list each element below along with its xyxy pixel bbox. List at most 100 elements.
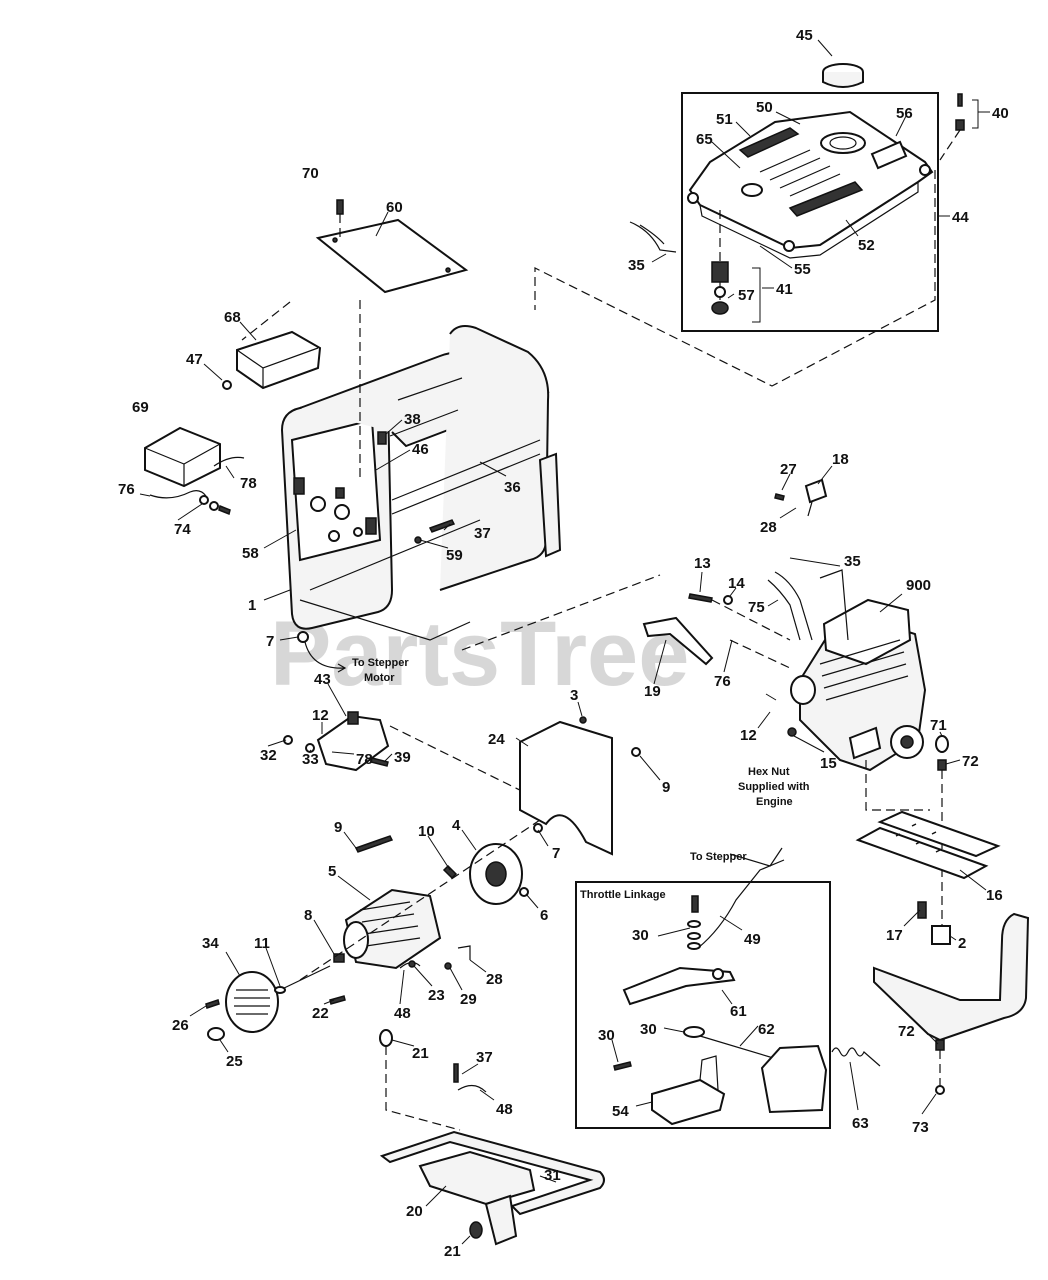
bolt-9a bbox=[354, 835, 394, 853]
callout-12b: 12 bbox=[740, 727, 757, 744]
frame-rail-bottom bbox=[299, 519, 481, 641]
callout-37b: 37 bbox=[476, 1049, 493, 1066]
note-to-stepper-motor-2: Motor bbox=[364, 672, 395, 684]
cover-plate-hole-1 bbox=[332, 237, 338, 243]
callout-1: 1 bbox=[248, 597, 256, 614]
callout-52: 52 bbox=[858, 237, 875, 254]
screw-29 bbox=[444, 962, 452, 970]
callout-21b: 21 bbox=[444, 1243, 461, 1260]
callout-72b: 72 bbox=[898, 1023, 915, 1040]
panel-outlet-3 bbox=[328, 530, 340, 542]
stud-17 bbox=[917, 901, 927, 919]
callout-65: 65 bbox=[696, 131, 713, 148]
mount-71 bbox=[935, 735, 949, 753]
callout-34: 34 bbox=[202, 935, 219, 952]
callout-3: 3 bbox=[570, 687, 578, 704]
fuel-gauge bbox=[741, 183, 763, 197]
callout-7a: 7 bbox=[266, 633, 274, 650]
callout-76a: 76 bbox=[118, 481, 135, 498]
cover-plate bbox=[315, 218, 469, 294]
wire-48b bbox=[457, 1084, 487, 1093]
callout-57: 57 bbox=[738, 287, 755, 304]
fuel-line-2 bbox=[639, 224, 665, 245]
note-to-stepper: To Stepper bbox=[690, 851, 747, 863]
dash-mount-21 bbox=[385, 1046, 461, 1131]
callout-61: 61 bbox=[730, 1003, 747, 1020]
callout-45: 45 bbox=[796, 27, 813, 44]
callout-24: 24 bbox=[488, 731, 505, 748]
stator bbox=[344, 888, 442, 970]
stud-11-head bbox=[274, 986, 286, 994]
screw-27 bbox=[774, 493, 785, 501]
bottom-frame-group bbox=[379, 1130, 605, 1246]
washer-30a bbox=[687, 920, 701, 928]
callout-14: 14 bbox=[728, 575, 745, 592]
note-hex-nut-3: Engine bbox=[756, 796, 793, 808]
callout-29: 29 bbox=[460, 991, 477, 1008]
callout-21a: 21 bbox=[412, 1045, 429, 1062]
callout-27: 27 bbox=[780, 461, 797, 478]
engine-shaft bbox=[848, 726, 882, 760]
frame-20 bbox=[418, 1150, 536, 1206]
governor-housing bbox=[760, 1044, 828, 1114]
callout-9b: 9 bbox=[662, 779, 670, 796]
fuel-tank-group bbox=[534, 63, 979, 387]
nut-8 bbox=[333, 953, 345, 963]
mount-21b bbox=[469, 1221, 483, 1239]
callout-11: 11 bbox=[254, 935, 270, 952]
fuel-line bbox=[629, 221, 677, 253]
callout-5: 5 bbox=[328, 863, 336, 880]
bracket-40 bbox=[972, 99, 979, 129]
callout-16: 16 bbox=[986, 887, 1003, 904]
fuel-valve-washer bbox=[714, 286, 726, 298]
callout-37a: 37 bbox=[474, 525, 491, 542]
callout-22: 22 bbox=[312, 1005, 329, 1022]
lead-12b bbox=[765, 693, 777, 701]
callout-71: 71 bbox=[930, 717, 947, 734]
engine-group bbox=[642, 478, 949, 930]
washer-32 bbox=[283, 735, 293, 745]
screw-39 bbox=[370, 757, 389, 767]
fuel-tank-edge bbox=[699, 182, 919, 259]
callout-20: 20 bbox=[406, 1203, 423, 1220]
battery-cable-76 bbox=[149, 490, 207, 499]
engine-fins bbox=[819, 639, 909, 701]
choke-rod bbox=[807, 501, 813, 517]
frame-rail-36 bbox=[391, 439, 541, 515]
nut-15 bbox=[787, 727, 797, 737]
washer-30d bbox=[683, 1026, 705, 1038]
stepper-connector bbox=[347, 711, 359, 725]
dash-tank-frame bbox=[534, 170, 936, 387]
nut-9b bbox=[631, 747, 641, 757]
callouts: 45 40 50 51 56 65 44 52 35 55 57 41 70 6… bbox=[118, 27, 1009, 1260]
base-rails-group bbox=[855, 810, 1030, 1095]
note-hex-nut-2: Supplied with bbox=[738, 781, 810, 793]
choke-knob bbox=[804, 478, 828, 504]
engine-hose bbox=[774, 571, 813, 641]
dash-alt bbox=[299, 819, 541, 981]
callout-49: 49 bbox=[744, 931, 761, 948]
dash-40 bbox=[939, 129, 961, 161]
bracket-54-tab bbox=[699, 1055, 719, 1091]
washer-33 bbox=[305, 743, 315, 753]
panel-receptacle bbox=[365, 517, 377, 535]
callout-59: 59 bbox=[446, 547, 463, 564]
stator-fins bbox=[359, 901, 421, 947]
rail-16b bbox=[877, 810, 1001, 858]
bolt-13 bbox=[688, 593, 713, 603]
callout-31: 31 bbox=[544, 1167, 561, 1184]
panel-outlet-2 bbox=[334, 504, 350, 520]
bearing-carrier-hub bbox=[485, 861, 507, 887]
engine-recoil-center bbox=[900, 735, 914, 749]
stepper-cable bbox=[729, 847, 783, 867]
callout-40: 40 bbox=[992, 105, 1009, 122]
callout-19: 19 bbox=[644, 683, 661, 700]
base-frame bbox=[873, 912, 1030, 1042]
callout-36: 36 bbox=[504, 479, 521, 496]
callout-63: 63 bbox=[852, 1115, 869, 1132]
mount-2 bbox=[931, 925, 951, 945]
screw-26 bbox=[205, 999, 220, 1009]
grommet-7 bbox=[297, 631, 309, 643]
callout-30c: 30 bbox=[598, 1027, 615, 1044]
